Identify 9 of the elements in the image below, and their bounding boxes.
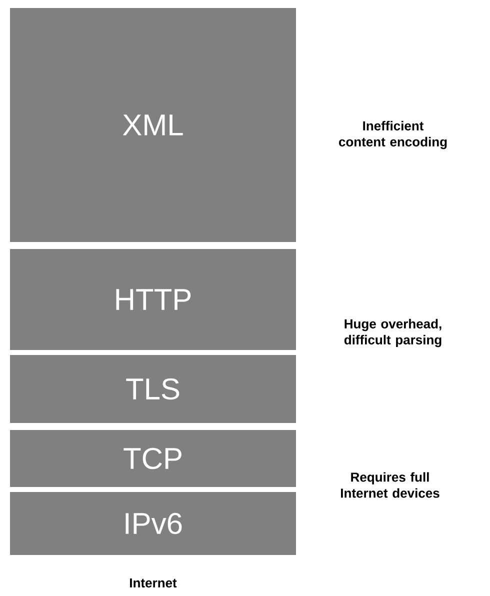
layer-box: IPv6 xyxy=(10,492,296,555)
annotation-text: Huge overhead, difficult parsing xyxy=(344,318,442,348)
layer-box: TLS xyxy=(10,355,296,423)
layer-box: TCP xyxy=(10,430,296,487)
annotation-text: Requires full Internet devices xyxy=(341,472,440,498)
layer-box: HTTP xyxy=(10,249,296,350)
layer-box: XML xyxy=(10,8,296,242)
annotation-text: Internet xyxy=(130,578,177,588)
annotation-text: Inefficient content encoding xyxy=(338,120,447,150)
